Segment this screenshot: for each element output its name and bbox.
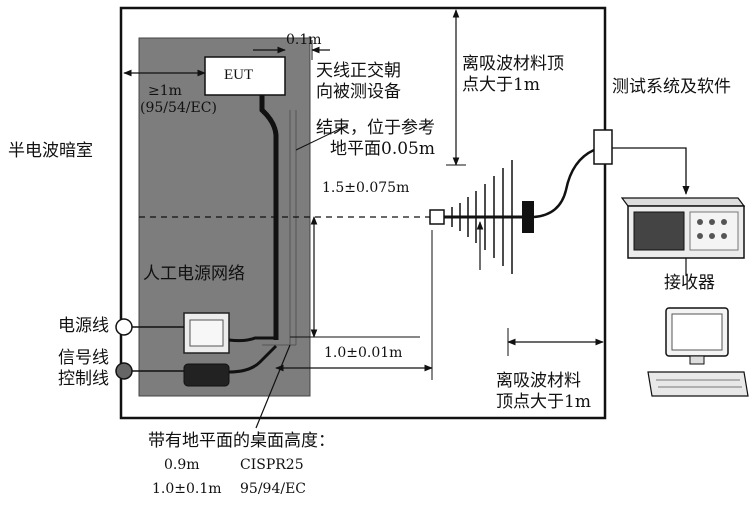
- absorber-top-line2: 点大于1m: [462, 75, 540, 95]
- power-line-label: 电源线: [58, 316, 109, 336]
- dim-ge-1m-label-1: ≥1m: [148, 83, 182, 99]
- table-row-0-value: 0.9m: [164, 457, 200, 473]
- table-row-0-standard: CISPR25: [240, 457, 304, 473]
- eut-label: EUT: [224, 67, 254, 83]
- cable-end-line2: 地平面0.05m: [330, 139, 435, 159]
- receiver-cable-arrow: [612, 147, 690, 195]
- absorber-bottom-line1: 离吸波材料: [496, 371, 581, 391]
- wall-connector: [593, 129, 613, 165]
- signal-line-label: 信号线: [58, 348, 109, 368]
- signal-device: [183, 363, 230, 387]
- control-line-label: 控制线: [58, 369, 109, 389]
- dim-ge-1m-label-2: (95/54/EC): [140, 100, 217, 116]
- dim-1-5m-label: 1.5±0.075m: [322, 180, 410, 196]
- table-row-1-value: 1.0±0.1m: [152, 481, 222, 497]
- dim-1-0m-label: 1.0±0.01m: [324, 345, 403, 361]
- test-system-label: 测试系统及软件: [612, 77, 731, 97]
- chamber-label: 半电波暗室: [8, 141, 93, 161]
- lisn-label: 人工电源网络: [143, 264, 245, 284]
- signal-line-connector: [115, 362, 133, 380]
- dim-0-1m-label: 0.1m: [286, 32, 322, 48]
- table-height-leader: [255, 344, 291, 429]
- lisn-box-inner: [189, 319, 224, 347]
- power-line-connector: [115, 318, 133, 336]
- eut-box: [204, 56, 286, 96]
- lisn-cable: [228, 336, 276, 343]
- antenna: [429, 160, 534, 274]
- receiver-label: 接收器: [664, 273, 715, 293]
- harness-cable: [259, 95, 279, 340]
- cable-end-line1: 结束，位于参考: [316, 118, 435, 138]
- receiver-instrument: [620, 197, 746, 259]
- antenna-cable: [533, 148, 595, 219]
- antenna-note-line2: 向被测设备: [316, 82, 401, 102]
- computer: [647, 307, 749, 397]
- signal-cable: [228, 344, 278, 374]
- absorber-top-line1: 离吸波材料顶: [462, 54, 564, 74]
- table-row-1-standard: 95/94/EC: [240, 481, 306, 497]
- chamber-wall: [119, 6, 607, 420]
- absorber-bottom-line2: 顶点大于1m: [496, 392, 591, 412]
- table-height-title: 带有地平面的桌面高度：: [148, 431, 335, 451]
- antenna-note-line1: 天线正交朝: [316, 61, 401, 81]
- cable-end-leader: [295, 124, 349, 151]
